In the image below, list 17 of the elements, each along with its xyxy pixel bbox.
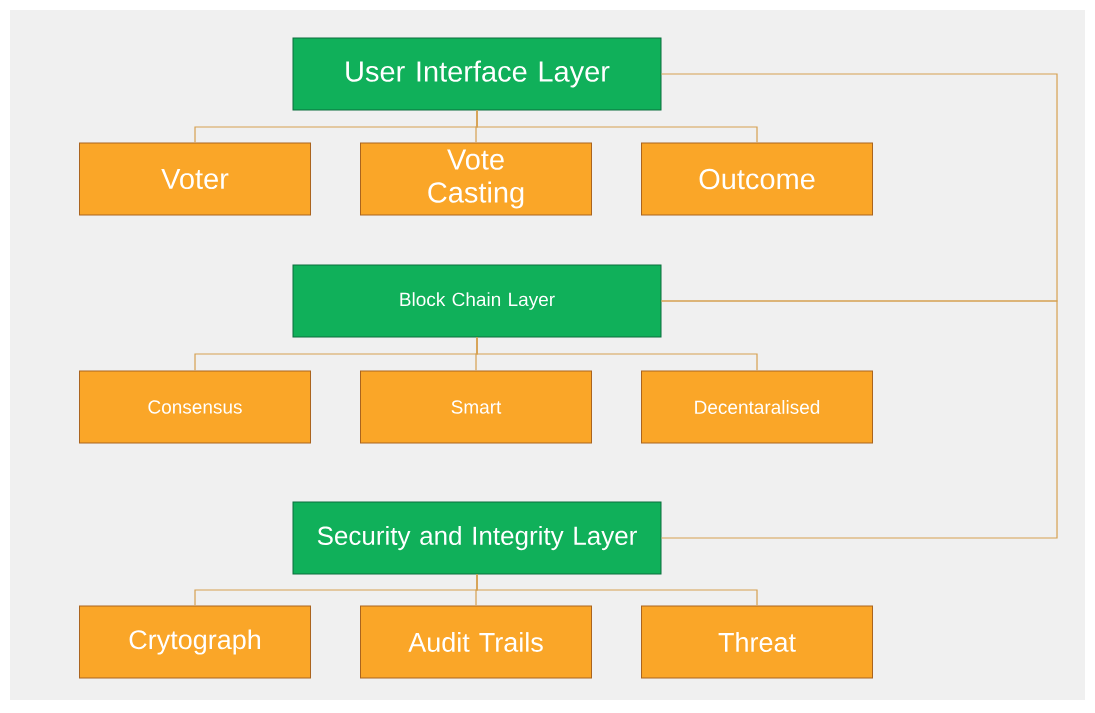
item-box: Smart [360,370,592,444]
item-box: Audit Trails [360,605,592,679]
item-box: Voter [79,142,311,216]
item-box: Consensus [79,370,311,444]
item-box: Vote Casting [360,142,592,216]
item-box: Decentaralised [641,370,873,444]
layer-box: Security and Integrity Layer [292,501,662,575]
connector-line [660,300,1058,539]
layer-box: Block Chain Layer [292,264,662,338]
item-box: Outcome [641,142,873,216]
tree-connector [476,109,758,144]
item-box: Crytograph [79,605,311,679]
connector-line [660,73,1058,302]
tree-connector [476,573,758,607]
tree-connector [476,336,758,372]
item-box: Threat [641,605,873,679]
layer-box: User Interface Layer [292,37,662,111]
